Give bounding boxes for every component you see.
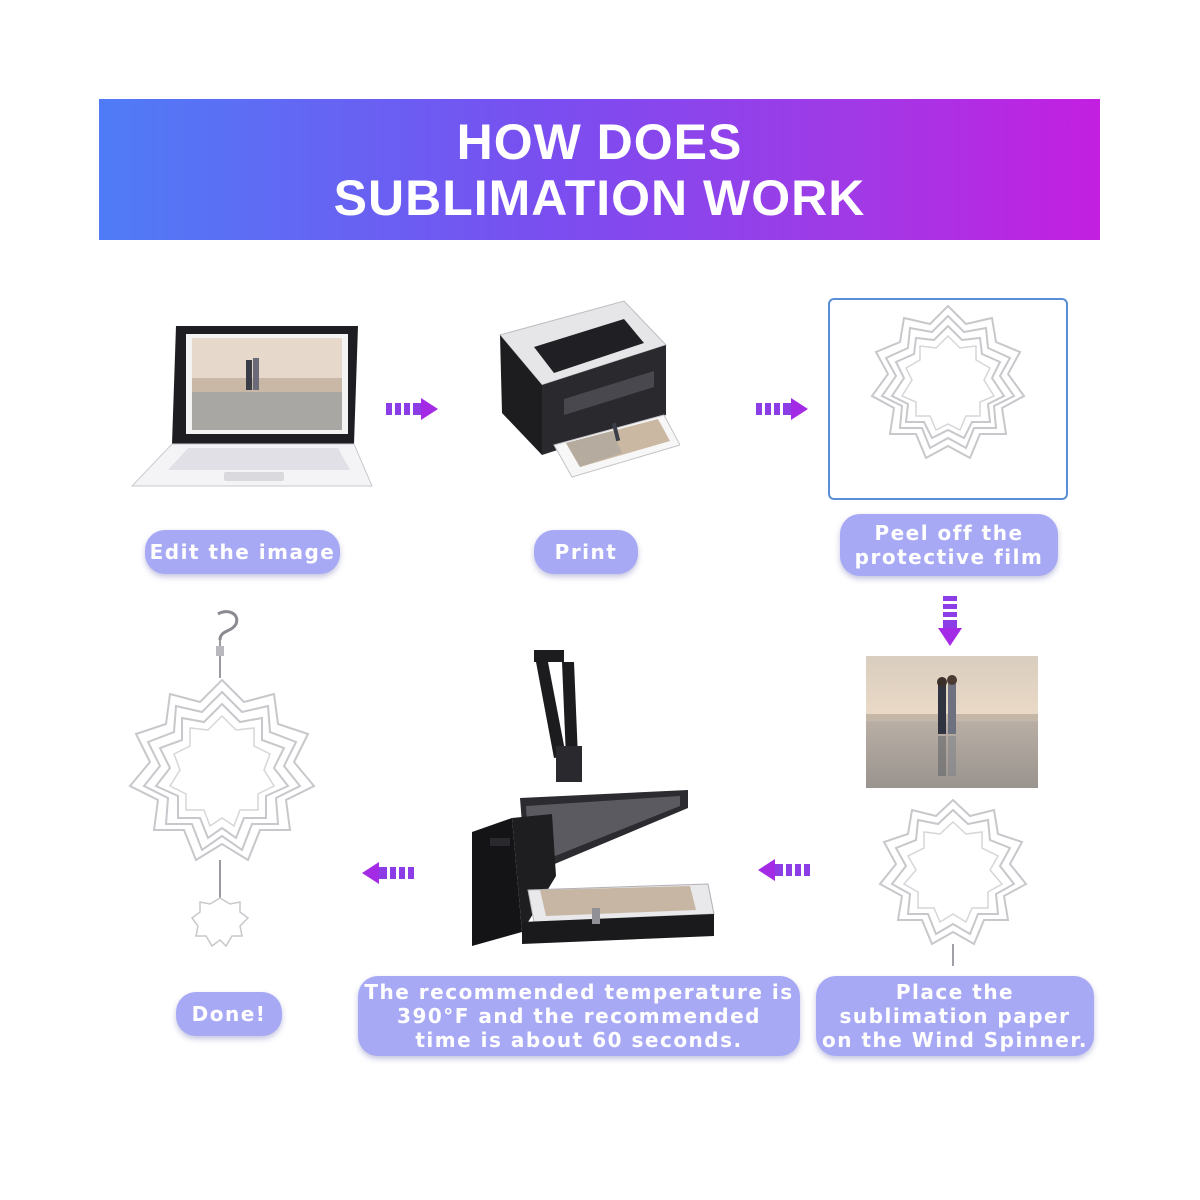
wind-spinner-blank-icon [858, 796, 1048, 970]
step-label-text: time is about 60 seconds. [415, 1028, 743, 1052]
step-label-text: Done! [191, 1002, 267, 1026]
step-label-edit: Edit the image [145, 530, 340, 574]
heat-press-icon [452, 646, 732, 962]
step-label-text: Peel off the [874, 521, 1024, 545]
step-label-press: The recommended temperature is 390°F and… [358, 976, 800, 1056]
step-label-place: Place the sublimation paper on the Wind … [816, 976, 1094, 1056]
step-label-done: Done! [176, 992, 282, 1036]
wind-spinner-finished-icon [106, 606, 338, 988]
photo-paper-icon [866, 656, 1038, 788]
arrow-right-icon [386, 398, 438, 420]
step-label-text: sublimation paper [839, 1004, 1071, 1028]
title-line-2: SUBLIMATION WORK [333, 169, 866, 226]
step-label-text: Place the [895, 980, 1015, 1004]
title-banner: HOW DOES SUBLIMATION WORK [99, 99, 1100, 240]
title-line-1: HOW DOES [456, 113, 743, 170]
step-label-peel: Peel off the protective film [840, 514, 1058, 576]
step-label-text: on the Wind Spinner. [822, 1028, 1088, 1052]
step-label-print: Print [534, 530, 638, 574]
laptop-icon [128, 320, 376, 492]
step-label-text: 390°F and the recommended [397, 1004, 761, 1028]
printer-icon [494, 295, 680, 491]
wind-spinner-blank-icon [828, 298, 1068, 500]
arrow-left-icon [362, 862, 414, 884]
arrow-down-icon [938, 596, 962, 646]
arrow-left-icon [758, 859, 810, 881]
arrow-right-icon [756, 398, 808, 420]
step-label-text: Print [554, 540, 618, 564]
step-label-text: protective film [854, 545, 1044, 569]
step-label-text: The recommended temperature is [364, 980, 794, 1004]
step-label-text: Edit the image [149, 540, 336, 564]
